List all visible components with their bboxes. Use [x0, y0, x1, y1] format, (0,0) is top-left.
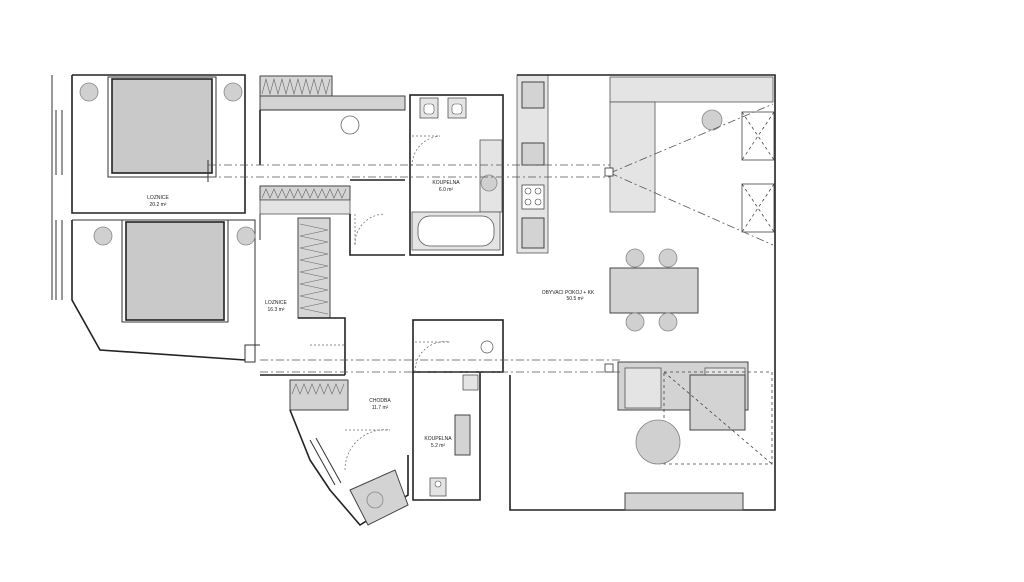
hallway: CHODBA 11.7 m² [260, 374, 409, 527]
room-area-bathroom-2: 5.2 m² [431, 443, 446, 449]
coffee-table [635, 419, 681, 465]
chair-4 [658, 312, 678, 332]
bath2-cabinet [454, 414, 471, 456]
chair-3 [625, 312, 645, 332]
hall-wardrobe [289, 379, 349, 411]
room-label-hall: CHODBA [369, 398, 391, 404]
beam-lines [208, 164, 620, 373]
bed-1 [111, 78, 213, 174]
room-label-living: OBYVACI POKOJ + KK [542, 290, 595, 296]
bed-2 [125, 221, 225, 321]
armchair-lamp [701, 109, 723, 131]
bedroom-1: LOZNICE 20.2 m² [71, 74, 246, 214]
washer-drum [480, 174, 498, 192]
ceiling-light [340, 115, 360, 135]
bedroom-2: LOZNICE 16.3 m² [71, 214, 346, 375]
bed2-lamp-1 [93, 226, 113, 246]
room-label-bathroom-2: KOUPELNA [424, 436, 452, 442]
room-label-bathroom-1: KOUPELNA [432, 180, 460, 186]
bathroom-1: KOUPELNA 6.0 m² [409, 94, 504, 256]
bathroom-2: KOUPELNA 5.2 m² [412, 319, 504, 501]
wardrobe-top [259, 75, 406, 165]
room-area-bedroom-1: 20.2 m² [150, 202, 167, 208]
sofa-chaise [689, 374, 746, 431]
room-area-hall: 11.7 m² [372, 405, 389, 411]
kitchen-counter [516, 74, 549, 254]
room-area-bedroom-2: 16.3 m² [268, 307, 285, 313]
left-windows [51, 75, 63, 300]
living-room: OBYVACI POKOJ + KK 50.5 m² [509, 74, 776, 511]
tv-console [624, 492, 744, 511]
chair-2 [658, 248, 678, 268]
nightstand-lamp-2 [223, 82, 243, 102]
room-label-bedroom-1: LOZNICE [147, 195, 169, 201]
chair-1 [625, 248, 645, 268]
bed2-lamp-2 [236, 226, 256, 246]
room-label-bedroom-2: LOZNICE [265, 300, 287, 306]
dining-table [609, 267, 699, 314]
cooktop [521, 184, 545, 210]
room-area-bathroom-1: 6.0 m² [439, 187, 454, 193]
room-area-living: 50.5 m² [567, 296, 584, 302]
nightstand-lamp-1 [79, 82, 99, 102]
wardrobe-middle [259, 179, 405, 256]
